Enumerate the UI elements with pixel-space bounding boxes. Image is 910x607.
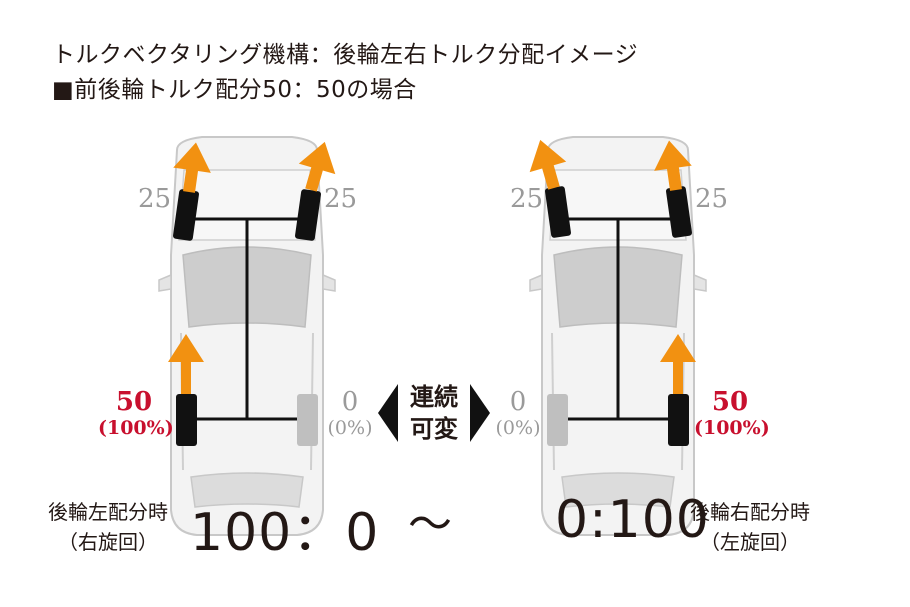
left-ratio: 100：0 <box>190 503 380 563</box>
right-ratio: 0:100 <box>555 490 710 550</box>
right-car-front-right-tire <box>666 186 692 238</box>
left-pointer-icon <box>378 384 398 442</box>
right-caption-line2: （左旋回） <box>700 530 800 554</box>
right-car-rear-right-label: 50 (100%) <box>694 387 770 440</box>
right-car-rear-left-value: 0 <box>509 387 527 417</box>
diagram-title: トルクベクタリング機構：後輪左右トルク分配イメージ <box>52 42 639 68</box>
left-car-front-left-tire <box>173 189 199 241</box>
left-car-rear-left-label: 50 (100%) <box>98 387 174 440</box>
left-car-rear-right-label: 0 (0%) <box>322 387 378 440</box>
right-car-rear-right-arrow <box>660 334 696 394</box>
variable-label: 可変 <box>410 415 458 443</box>
right-car-front-left-value: 25 <box>510 184 544 214</box>
left-caption-line1: 後輪左配分時 <box>48 500 168 524</box>
right-car-rear-left-tire <box>547 394 568 446</box>
right-car-rear-right-value: 50 <box>711 387 749 417</box>
left-car-rear-right-tire <box>297 394 318 446</box>
left-car-rear-right-value: 0 <box>341 387 359 417</box>
left-caption: 後輪左配分時 （右旋回） <box>48 497 168 557</box>
right-caption: 後輪右配分時 （左旋回） <box>690 497 810 557</box>
right-car-drivetrain <box>558 217 678 421</box>
left-car-rear-right-percent: (0%) <box>327 416 373 439</box>
right-car-rear-left-label: 0 (0%) <box>490 387 546 440</box>
tilde-symbol: ～ <box>408 499 453 550</box>
left-car-front-right-value: 25 <box>324 184 358 214</box>
right-pointer-icon <box>470 384 490 442</box>
right-car-front-left-tire <box>545 186 571 238</box>
left-car-front-right-tire <box>295 189 321 241</box>
right-car-rear-right-percent: (100%) <box>694 416 770 439</box>
right-car-rear-left-percent: (0%) <box>495 416 541 439</box>
right-car-front-right-value: 25 <box>695 184 729 214</box>
continuous-variable-label: 連続 可変 <box>400 381 468 445</box>
left-car-rear-left-value: 50 <box>115 387 153 417</box>
left-car-rear-left-arrow <box>168 334 204 394</box>
continuous-label: 連続 <box>410 383 458 411</box>
left-car-front-left-value: 25 <box>138 184 172 214</box>
left-caption-line2: （右旋回） <box>58 530 158 554</box>
right-car-rear-right-tire <box>668 394 689 446</box>
right-caption-line1: 後輪右配分時 <box>690 500 810 524</box>
left-car-rear-left-tire <box>176 394 197 446</box>
diagram-subtitle: ■前後輪トルク配分50：50の場合 <box>52 77 417 103</box>
left-car-drivetrain <box>187 217 307 421</box>
left-car-rear-left-percent: (100%) <box>98 416 174 439</box>
